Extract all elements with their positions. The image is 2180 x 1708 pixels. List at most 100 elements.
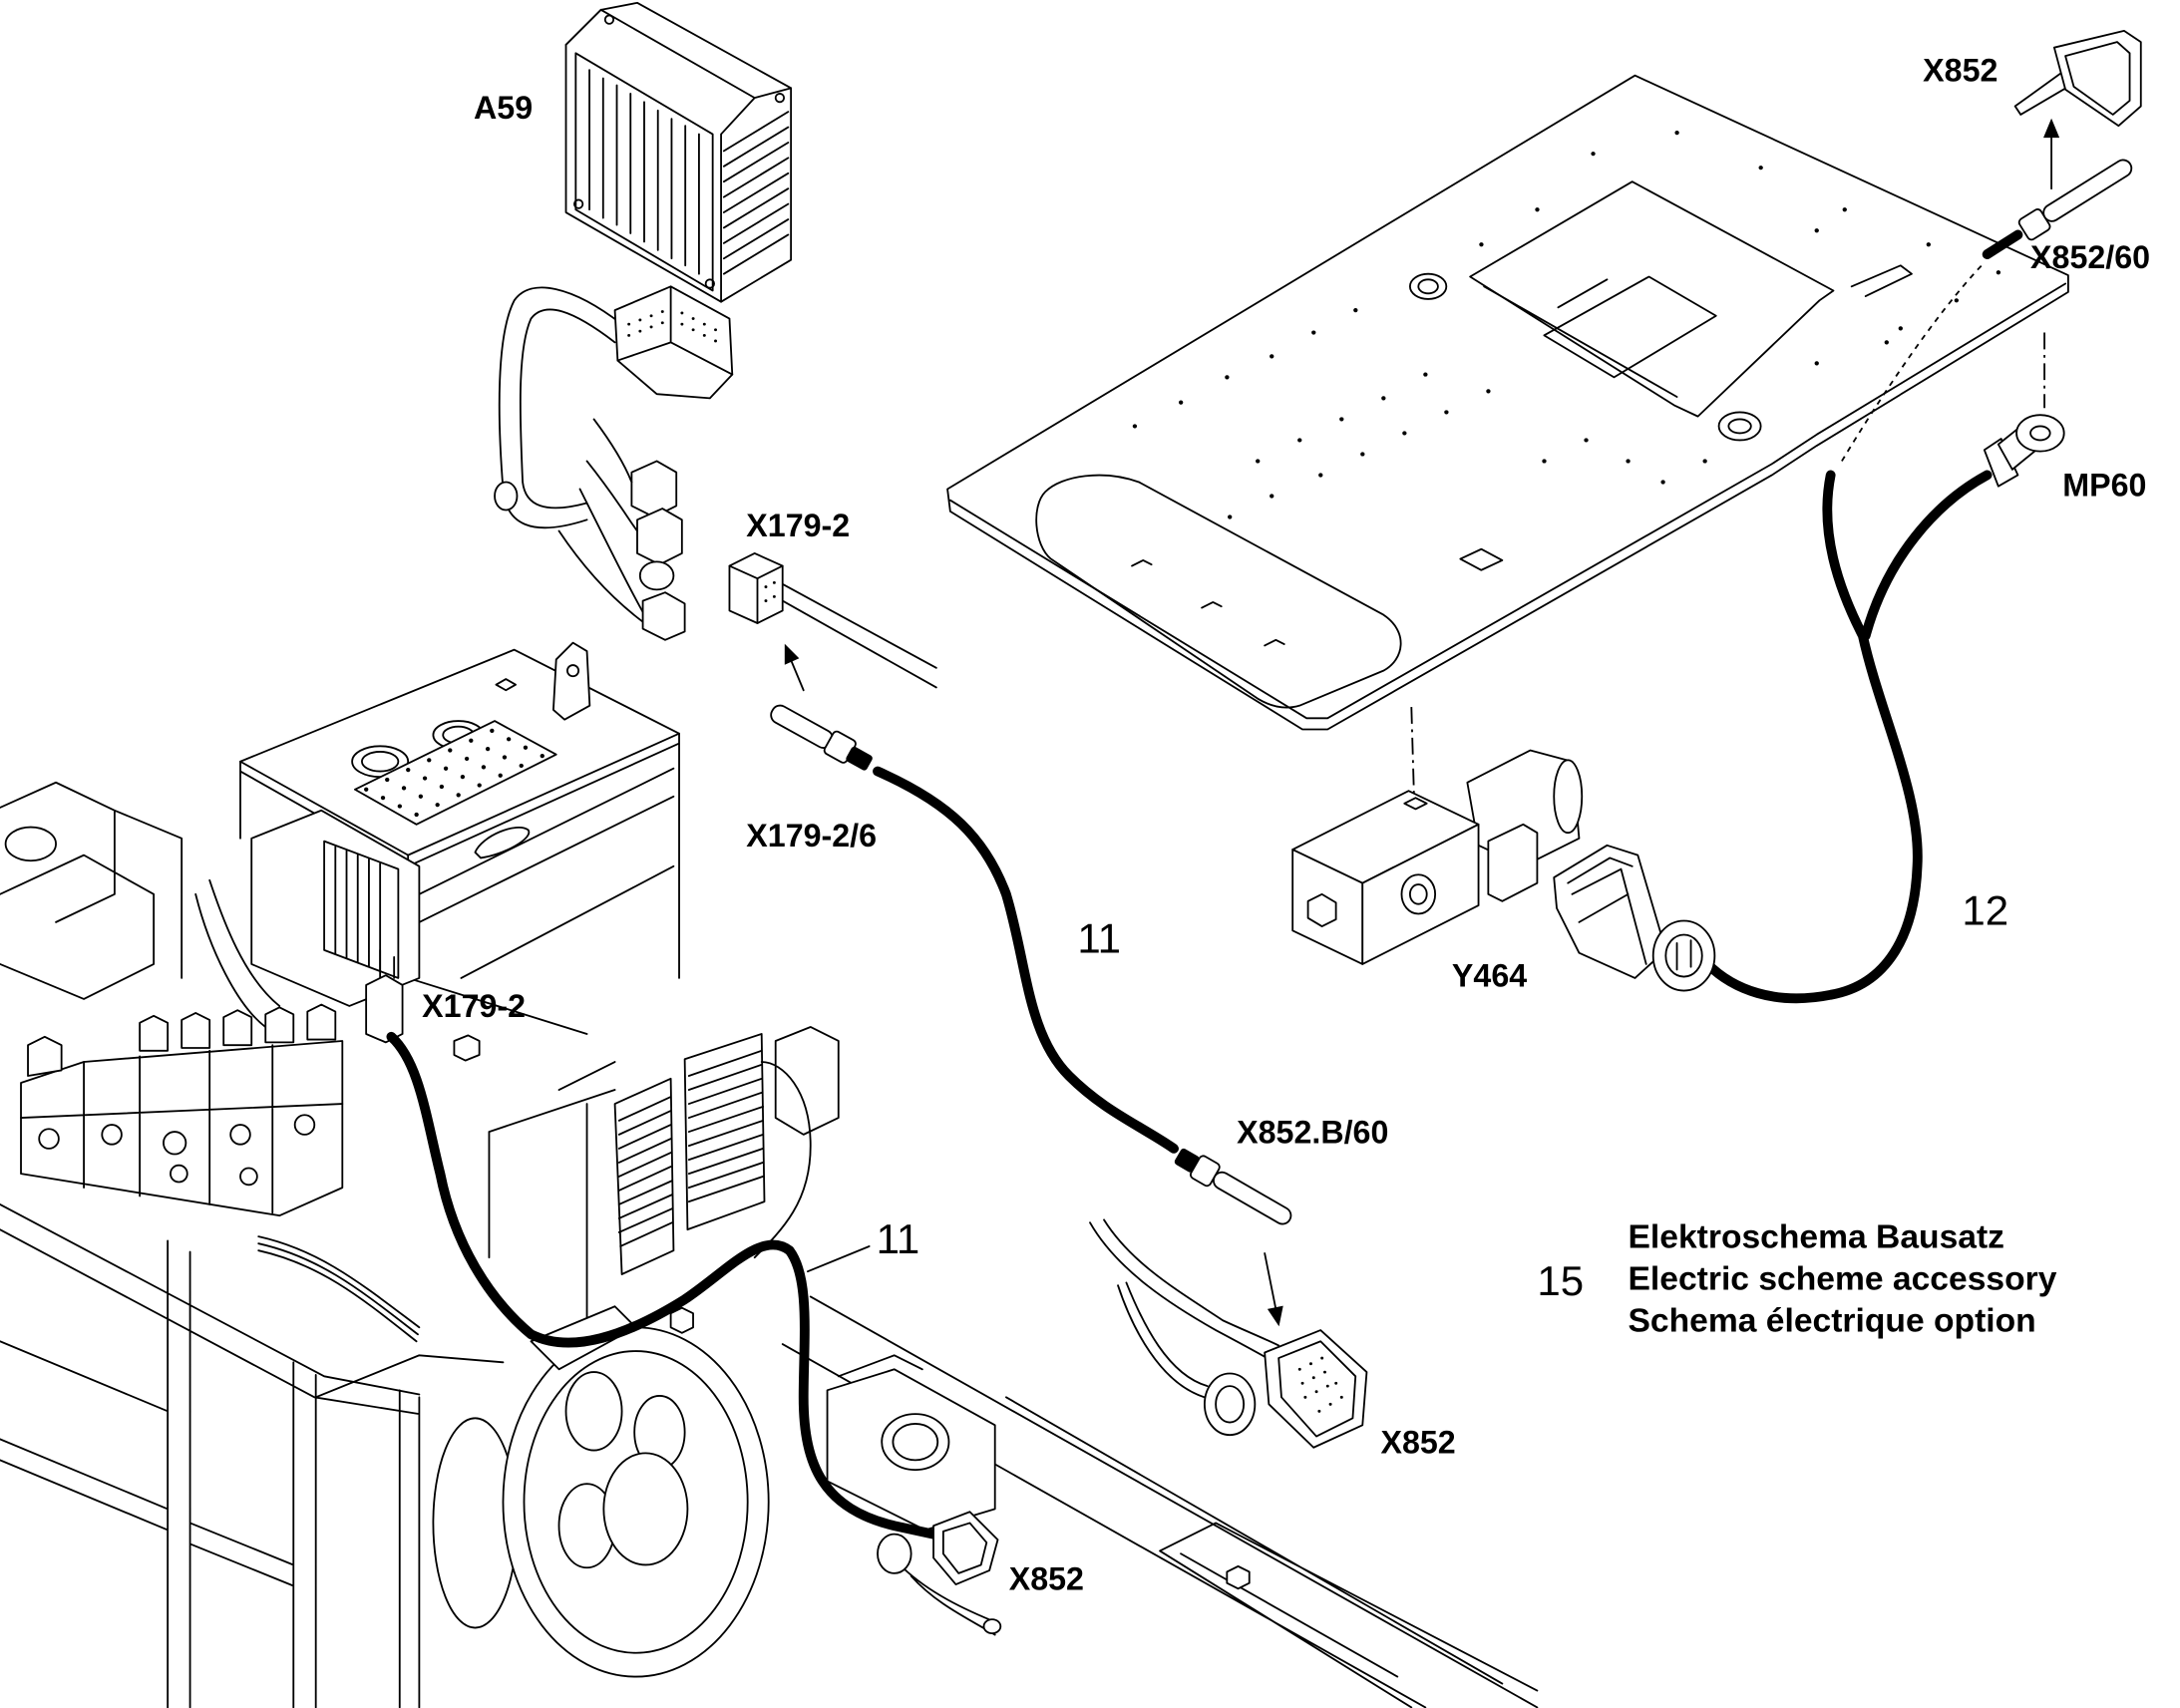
label-a59: A59	[474, 90, 533, 126]
x852-middle-pins	[1297, 1356, 1343, 1413]
winch-disc-rim	[523, 1350, 749, 1654]
label-x852-b-60: X852.B/60	[1237, 1114, 1388, 1150]
valve-block-body	[20, 1040, 344, 1217]
cable-11-upper	[873, 766, 1179, 1154]
mounting-bracket-top	[837, 1354, 923, 1378]
a59-main-plug	[613, 285, 734, 400]
x852-bottom-sensor	[982, 1618, 1002, 1635]
winch-drum	[432, 1305, 770, 1678]
label-x179-2-6: X179-2/6	[746, 818, 877, 854]
switch-panel-left-fins	[617, 1096, 673, 1247]
machine-frame	[0, 1203, 505, 1708]
arrow-to-x179-2	[784, 643, 805, 692]
plate-channel	[1035, 474, 1402, 709]
x852-connector-bottom	[877, 1511, 1002, 1636]
x852-bottom-face	[941, 1522, 988, 1574]
mounting-plate	[946, 74, 2069, 731]
plug-cap-grip	[1675, 939, 1692, 971]
arrow-shaft	[1264, 1252, 1277, 1310]
y464-coil-connector	[1487, 823, 1539, 902]
arrow-to-x852-top	[2043, 118, 2060, 190]
plug-cap-inner	[1664, 933, 1703, 978]
a59-main-plug-pins	[627, 310, 717, 343]
plate-hole-inner	[1727, 418, 1752, 435]
valve-port	[170, 1164, 188, 1184]
x179-2-upper-housing	[728, 552, 784, 624]
switch-panel-right	[683, 1033, 766, 1231]
tank-bracket-hole	[566, 664, 580, 678]
routing-line-x852-60	[1841, 264, 1983, 462]
arrow-head	[784, 643, 800, 665]
x179-2-upper-wires	[781, 582, 937, 689]
machine-control-unit-fins	[323, 840, 400, 979]
label-x852-middle: X852	[1380, 1424, 1455, 1460]
valve-port	[163, 1131, 187, 1156]
small-block	[669, 1306, 694, 1334]
pin-x852-b-60	[1174, 1148, 1292, 1225]
mp60-ring-hole	[2029, 425, 2051, 442]
a59-wiring-harness	[494, 285, 734, 641]
a59-front-fins	[588, 69, 700, 275]
plate-notches	[1131, 264, 1913, 647]
machine-assembly	[0, 641, 1539, 1708]
harness-connector	[641, 591, 686, 641]
label-x852-60: X852/60	[2030, 239, 2150, 275]
perforated-plate	[354, 720, 557, 826]
valve-port	[101, 1124, 123, 1146]
plate-holes-small	[1132, 131, 2001, 519]
plate-hole-inner	[1417, 278, 1439, 295]
machine-cable-bundle	[257, 1235, 421, 1343]
tank-slot	[474, 826, 531, 859]
mp60-barrel	[1983, 438, 2019, 488]
valve-port	[293, 1114, 316, 1136]
a59-screw	[603, 14, 615, 25]
pin-body	[1213, 1171, 1292, 1225]
a59-control-unit	[564, 1, 793, 303]
plate-thickness-edge	[948, 282, 2067, 720]
label-x852-top: X852	[1923, 52, 1998, 88]
x852-top-face	[2064, 41, 2131, 116]
small-block	[1226, 1564, 1251, 1590]
y464-plug-connector	[1553, 844, 1716, 992]
plug-cap	[1651, 919, 1716, 992]
x852-middle-housing	[1264, 1329, 1368, 1449]
pin-x179-2-6	[770, 704, 873, 771]
x179-2-lower-connector	[365, 974, 404, 1044]
chassis-beams	[781, 1295, 1539, 1708]
x852-middle-face	[1277, 1340, 1357, 1438]
legend: 15 Elektroschema Bausatz Electric scheme…	[1537, 1218, 2056, 1339]
a59-housing	[564, 1, 793, 303]
pin-x852-60	[2017, 159, 2133, 241]
pin-body	[2042, 159, 2133, 222]
switch-cabinet	[488, 1026, 840, 1329]
winch-hub	[602, 1452, 689, 1566]
arrow-head	[2043, 118, 2060, 139]
cable-stub-x852-60	[1982, 229, 2023, 259]
plate-recess-inner	[1483, 275, 1717, 398]
x852-middle-collar-inner	[1215, 1385, 1246, 1424]
y464-port	[1400, 873, 1437, 915]
tank-diamond-marker	[495, 678, 517, 692]
pin-crimp	[846, 746, 873, 771]
assembly-line-y464	[1410, 707, 1416, 803]
y464-solenoid-end	[1553, 759, 1584, 835]
cable-12	[1702, 470, 1993, 1004]
harness-grommet	[494, 481, 519, 512]
tank-filler-hole-inner	[361, 751, 400, 773]
x179-2-upper-pins	[764, 580, 776, 602]
tank-bracket	[551, 641, 591, 721]
y464-top-marker	[1403, 797, 1428, 811]
legend-line-en: Electric scheme accessory	[1628, 1260, 2056, 1297]
item-number-12: 12	[1962, 887, 2008, 934]
perforated-plate-holes	[364, 728, 545, 818]
a59-screw	[573, 198, 584, 209]
x852-top-taper	[2013, 69, 2069, 116]
x179-2-lower-wires	[379, 948, 396, 979]
x852-top-housing	[2052, 29, 2142, 128]
plate-hole	[1717, 411, 1762, 442]
machine-control-unit	[194, 809, 421, 1028]
arrow-shaft	[788, 655, 805, 692]
a59-main-plug-detail	[616, 285, 734, 376]
label-mp60: MP60	[2062, 467, 2146, 503]
